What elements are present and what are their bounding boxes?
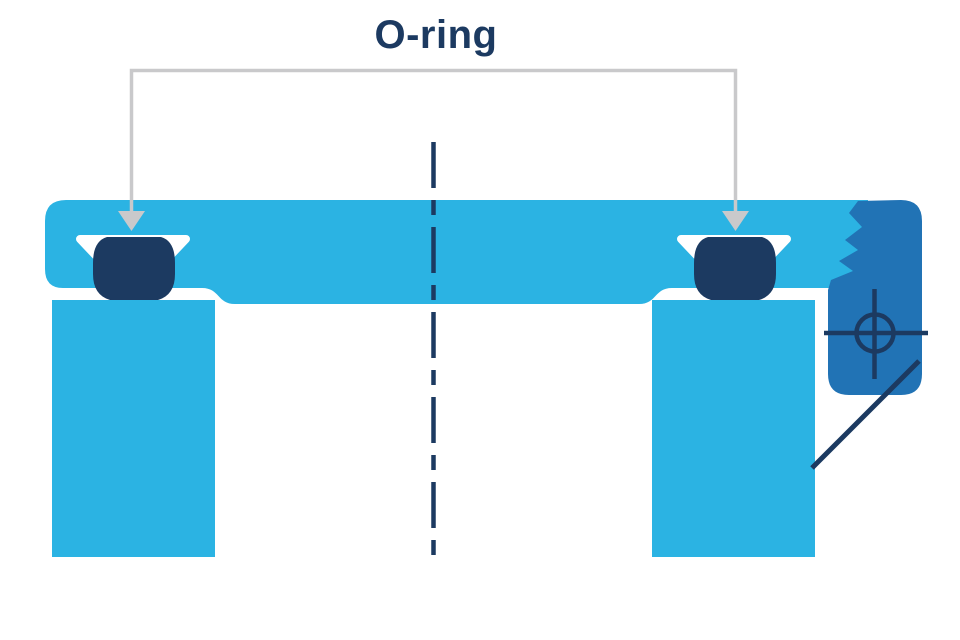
left-oring [93,237,175,300]
datum-target-icon [824,289,928,379]
right-oring [694,237,776,300]
right-post [652,300,815,557]
diagram-title: O-ring [375,13,498,57]
left-post [52,300,215,557]
diagonal-leader-line [810,359,921,470]
leader-line [129,68,738,213]
left-arrow-icon [118,211,145,231]
cap-cross-section [45,200,868,304]
right-arrow-icon [722,211,749,231]
